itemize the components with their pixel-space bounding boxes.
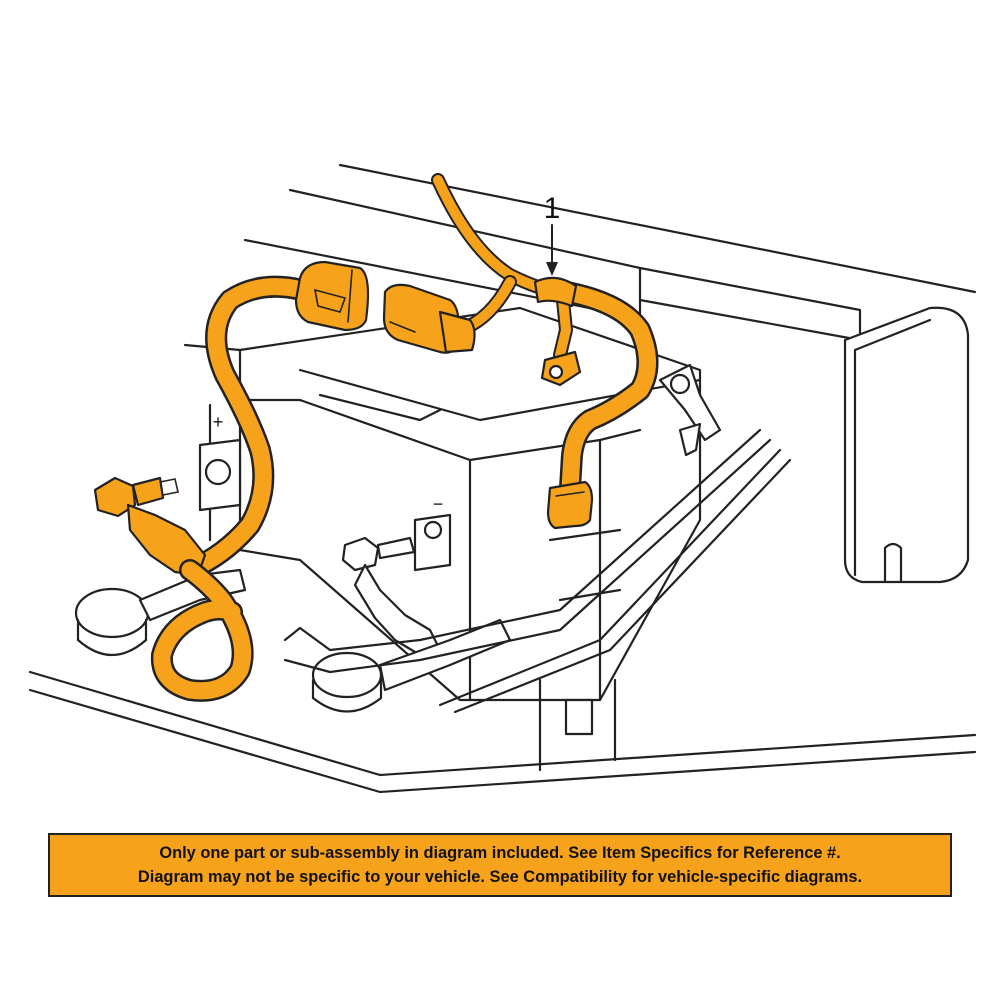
callout-number: 1 <box>544 192 561 225</box>
disclaimer-banner: Only one part or sub-assembly in diagram… <box>48 833 952 897</box>
battery-terminal-negative: − <box>413 494 452 572</box>
battery-cable-assembly <box>93 173 659 702</box>
disclaimer-line-1: Only one part or sub-assembly in diagram… <box>159 844 841 862</box>
mounting-bracket <box>843 306 970 584</box>
disclaimer-line-2: Diagram may not be specific to your vehi… <box>137 868 863 886</box>
callout-1: 1 <box>544 192 561 276</box>
battery-tray <box>208 306 702 772</box>
battery-terminal-positive: + <box>198 412 242 512</box>
callout-arrowhead <box>546 262 558 276</box>
svg-text:+: + <box>213 412 224 432</box>
svg-text:−: − <box>433 494 444 514</box>
hold-down-rod <box>283 363 792 714</box>
